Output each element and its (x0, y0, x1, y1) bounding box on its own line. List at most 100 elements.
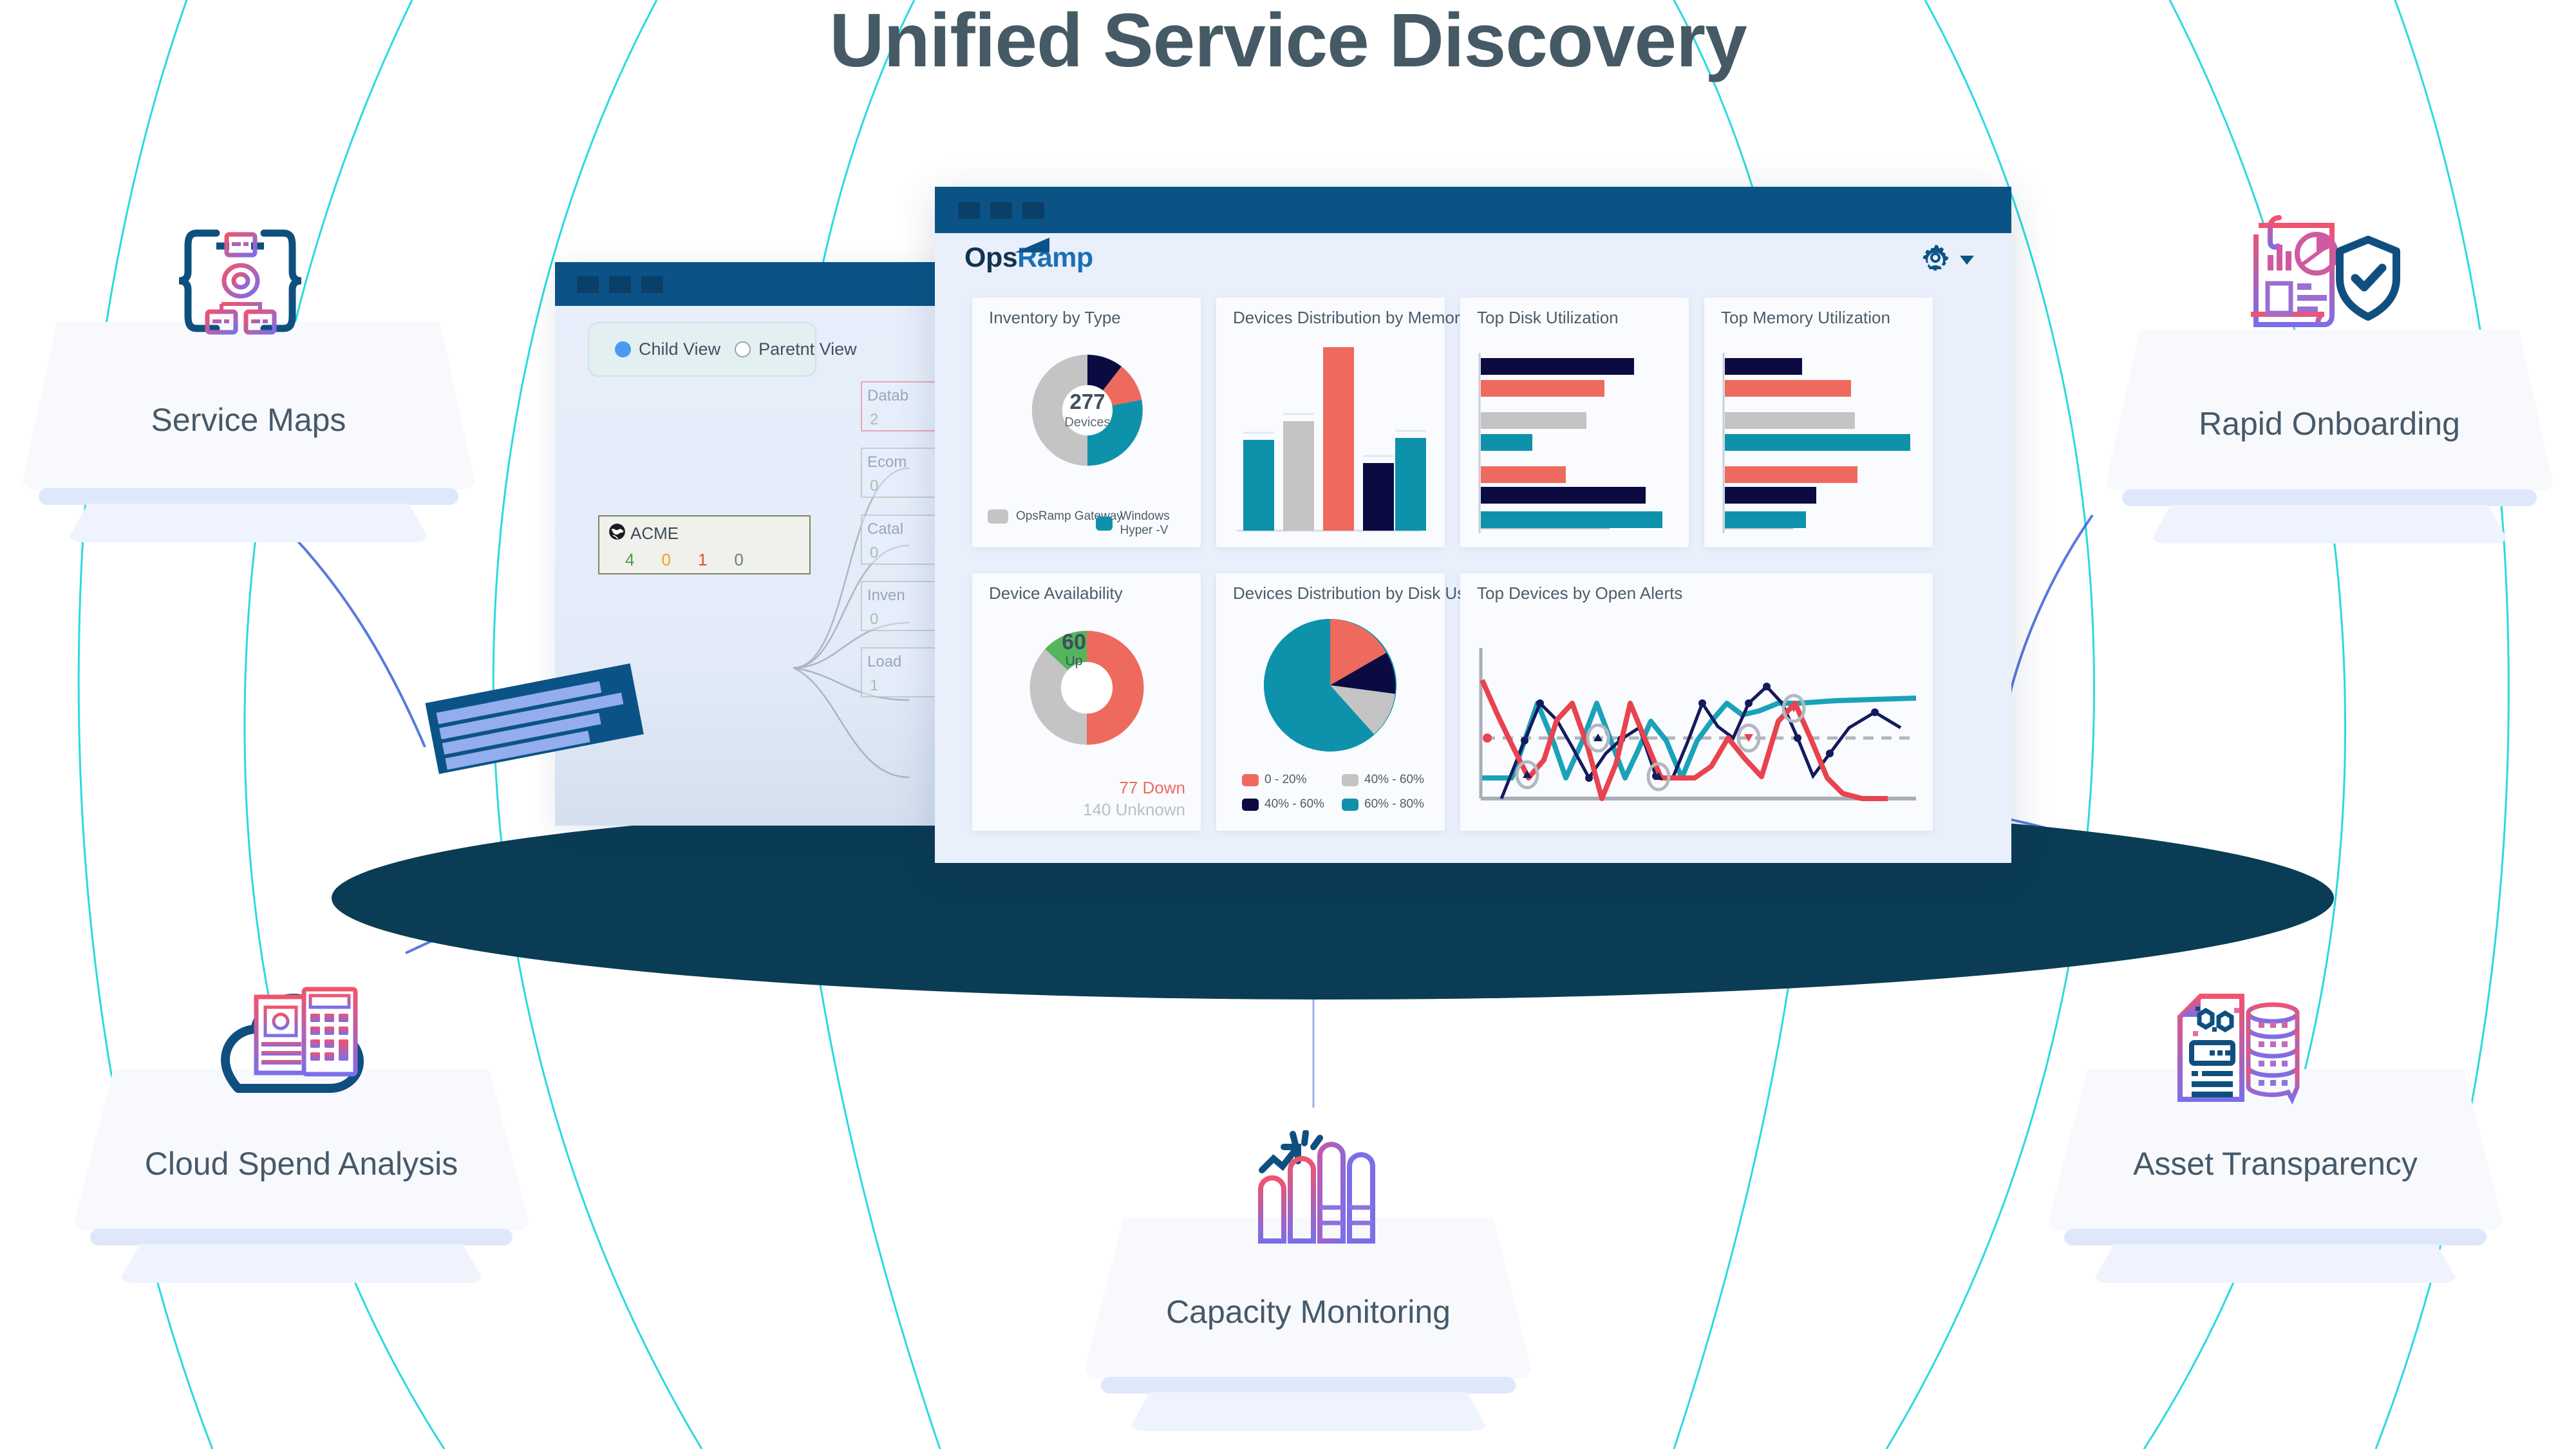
node-count: 2 (870, 411, 879, 428)
chevron-down-icon[interactable] (1960, 256, 1974, 265)
radio-child-view[interactable]: Child View (615, 339, 720, 359)
service-map-root-node[interactable]: ACME 4 0 1 0 (598, 515, 811, 574)
disk-utilization-bar-chart (1478, 353, 1646, 529)
floating-document-card (425, 663, 644, 774)
feature-rapid-onboarding[interactable]: Rapid Onboarding (2104, 330, 2555, 544)
inventory-donut-chart (1031, 354, 1143, 466)
feature-capacity-monitoring[interactable]: Capacity Monitoring (1083, 1217, 1534, 1431)
card-title: Top Devices by Open Alerts (1477, 583, 1683, 603)
service-map-child-node[interactable]: Ecom 0 (861, 448, 937, 498)
feature-service-maps[interactable]: Service Maps (21, 322, 476, 542)
legend-label: 60% - 80% (1364, 797, 1424, 811)
node-name: Datab (867, 387, 909, 404)
dashboard-header: OpsRamp (935, 233, 2011, 285)
feature-label: Asset Transparency (2133, 1146, 2418, 1182)
card-title: Device Availability (989, 583, 1123, 603)
service-map-connectors (793, 467, 910, 779)
memory-utilization-bar-chart-overflow (1722, 510, 1806, 533)
node-count: 0 (870, 544, 879, 562)
card-top-memory-utilization[interactable]: Top Memory Utilization (1704, 298, 1933, 547)
window-controls[interactable] (958, 202, 1044, 219)
card-devices-distribution-by-memory[interactable]: Devices Distribution by Memory ... (1216, 298, 1487, 547)
dashboard-body: OpsRamp Inventory by T (935, 233, 2011, 863)
window-controls[interactable] (577, 276, 663, 293)
view-toggle-group[interactable]: Child View Paretnt View (588, 322, 857, 377)
card-top-devices-by-open-alerts[interactable]: Top Devices by Open Alerts (1460, 573, 1933, 831)
bar-growth-icon (1258, 1130, 1375, 1244)
legend-swatch (1096, 516, 1113, 531)
node-name: Ecom (867, 453, 907, 471)
feature-label: Service Maps (151, 402, 346, 438)
window-control-dot[interactable] (1022, 202, 1044, 219)
card-device-availability[interactable]: Device Availability 60 Up 77 Down 140 Un… (972, 573, 1201, 831)
count-warning: 0 (661, 550, 671, 569)
legend-label: 40% - 60% (1364, 773, 1424, 786)
service-map-icon (178, 229, 302, 335)
radio-parent-view[interactable]: Paretnt View (735, 339, 857, 359)
count-critical: 1 (697, 550, 708, 569)
availability-unknown-text: 140 Unknown (1083, 800, 1185, 819)
disk-utilization-bar-chart-overflow (1478, 510, 1662, 533)
legend-swatch (1342, 773, 1359, 786)
legend-item-windows-hyper-v: Windows Hyper -V (1096, 509, 1201, 538)
feature-cloud-spend[interactable]: Cloud Spend Analysis (72, 1069, 531, 1283)
radio-dot-selected (615, 341, 631, 357)
card-title: Inventory by Type (989, 308, 1121, 327)
node-count: 0 (870, 477, 879, 495)
memory-utilization-bar-chart (1722, 353, 1910, 529)
node-count: 0 (870, 611, 879, 628)
settings-menu[interactable] (1919, 243, 1974, 277)
card-title: Top Memory Utilization (1721, 308, 1890, 327)
opsramp-logo[interactable]: OpsRamp (964, 238, 1093, 274)
count-unknown: 0 (734, 550, 744, 569)
globe-icon (609, 524, 625, 540)
logo-text-ops: Ops (964, 242, 1018, 273)
feature-label: Capacity Monitoring (1166, 1294, 1451, 1330)
card-title: Top Disk Utilization (1477, 308, 1619, 327)
availability-up-label: Up (1065, 654, 1083, 668)
window-control-dot[interactable] (609, 276, 631, 293)
legend-item-40-60-gray: 40% - 60% (1342, 773, 1424, 787)
card-top-disk-utilization[interactable]: Top Disk Utilization (1460, 298, 1689, 547)
node-count: 1 (870, 677, 879, 694)
feature-asset-transparency[interactable]: Asset Transparency (2046, 1069, 2505, 1283)
logo-swoosh-icon (1015, 238, 1049, 252)
node-name: Inven (867, 587, 905, 604)
legend-label: Windows Hyper -V (1120, 509, 1170, 537)
gear-icon[interactable] (1919, 243, 1952, 277)
service-map-child-node[interactable]: Load 1 (861, 647, 937, 697)
document-database-icon (2177, 994, 2300, 1105)
legend-item-60-80: 60% - 80% (1342, 797, 1424, 811)
window-control-dot[interactable] (641, 276, 663, 293)
open-alerts-line-chart (1479, 648, 1917, 801)
count-ok: 4 (625, 550, 635, 569)
card-title: Devices Distribution by Memory ... (1233, 308, 1487, 327)
legend-label: 0 - 20% (1264, 773, 1307, 786)
card-devices-distribution-by-disk[interactable]: Devices Distribution by Disk Usage 0 - 2… (1216, 573, 1494, 831)
node-name: Catal (867, 520, 904, 538)
window-control-dot[interactable] (990, 202, 1012, 219)
legend-label: 40% - 60% (1264, 797, 1324, 811)
page-title: Unified Service Discovery (829, 0, 1747, 83)
legend-item-0-20: 0 - 20% (1242, 773, 1306, 787)
feature-label: Cloud Spend Analysis (144, 1146, 458, 1182)
feature-label: Rapid Onboarding (2199, 406, 2460, 442)
legend-swatch (1242, 798, 1259, 811)
node-counts: 4 0 1 0 (625, 550, 744, 570)
availability-up-value: 60 (1062, 630, 1086, 654)
disk-usage-pie-chart (1263, 618, 1397, 752)
node-name: ACME (630, 524, 679, 543)
service-map-child-node[interactable]: Catal 0 (861, 515, 937, 565)
service-map-child-node[interactable]: Datab 2 (861, 381, 937, 431)
opsramp-dashboard-window[interactable]: OpsRamp Inventory by T (935, 187, 2011, 863)
card-inventory-by-type[interactable]: Inventory by Type 277 Devices OpsRamp Ga… (972, 298, 1201, 547)
window-control-dot[interactable] (958, 202, 980, 219)
donut-center-value: 277 (1069, 390, 1105, 413)
radio-dot-unselected (735, 341, 751, 357)
cloud-calculator-icon (221, 987, 364, 1093)
service-map-child-node[interactable]: Inven 0 (861, 581, 937, 631)
legend-swatch (988, 509, 1008, 524)
window-control-dot[interactable] (577, 276, 599, 293)
radio-label: Child View (639, 339, 721, 359)
